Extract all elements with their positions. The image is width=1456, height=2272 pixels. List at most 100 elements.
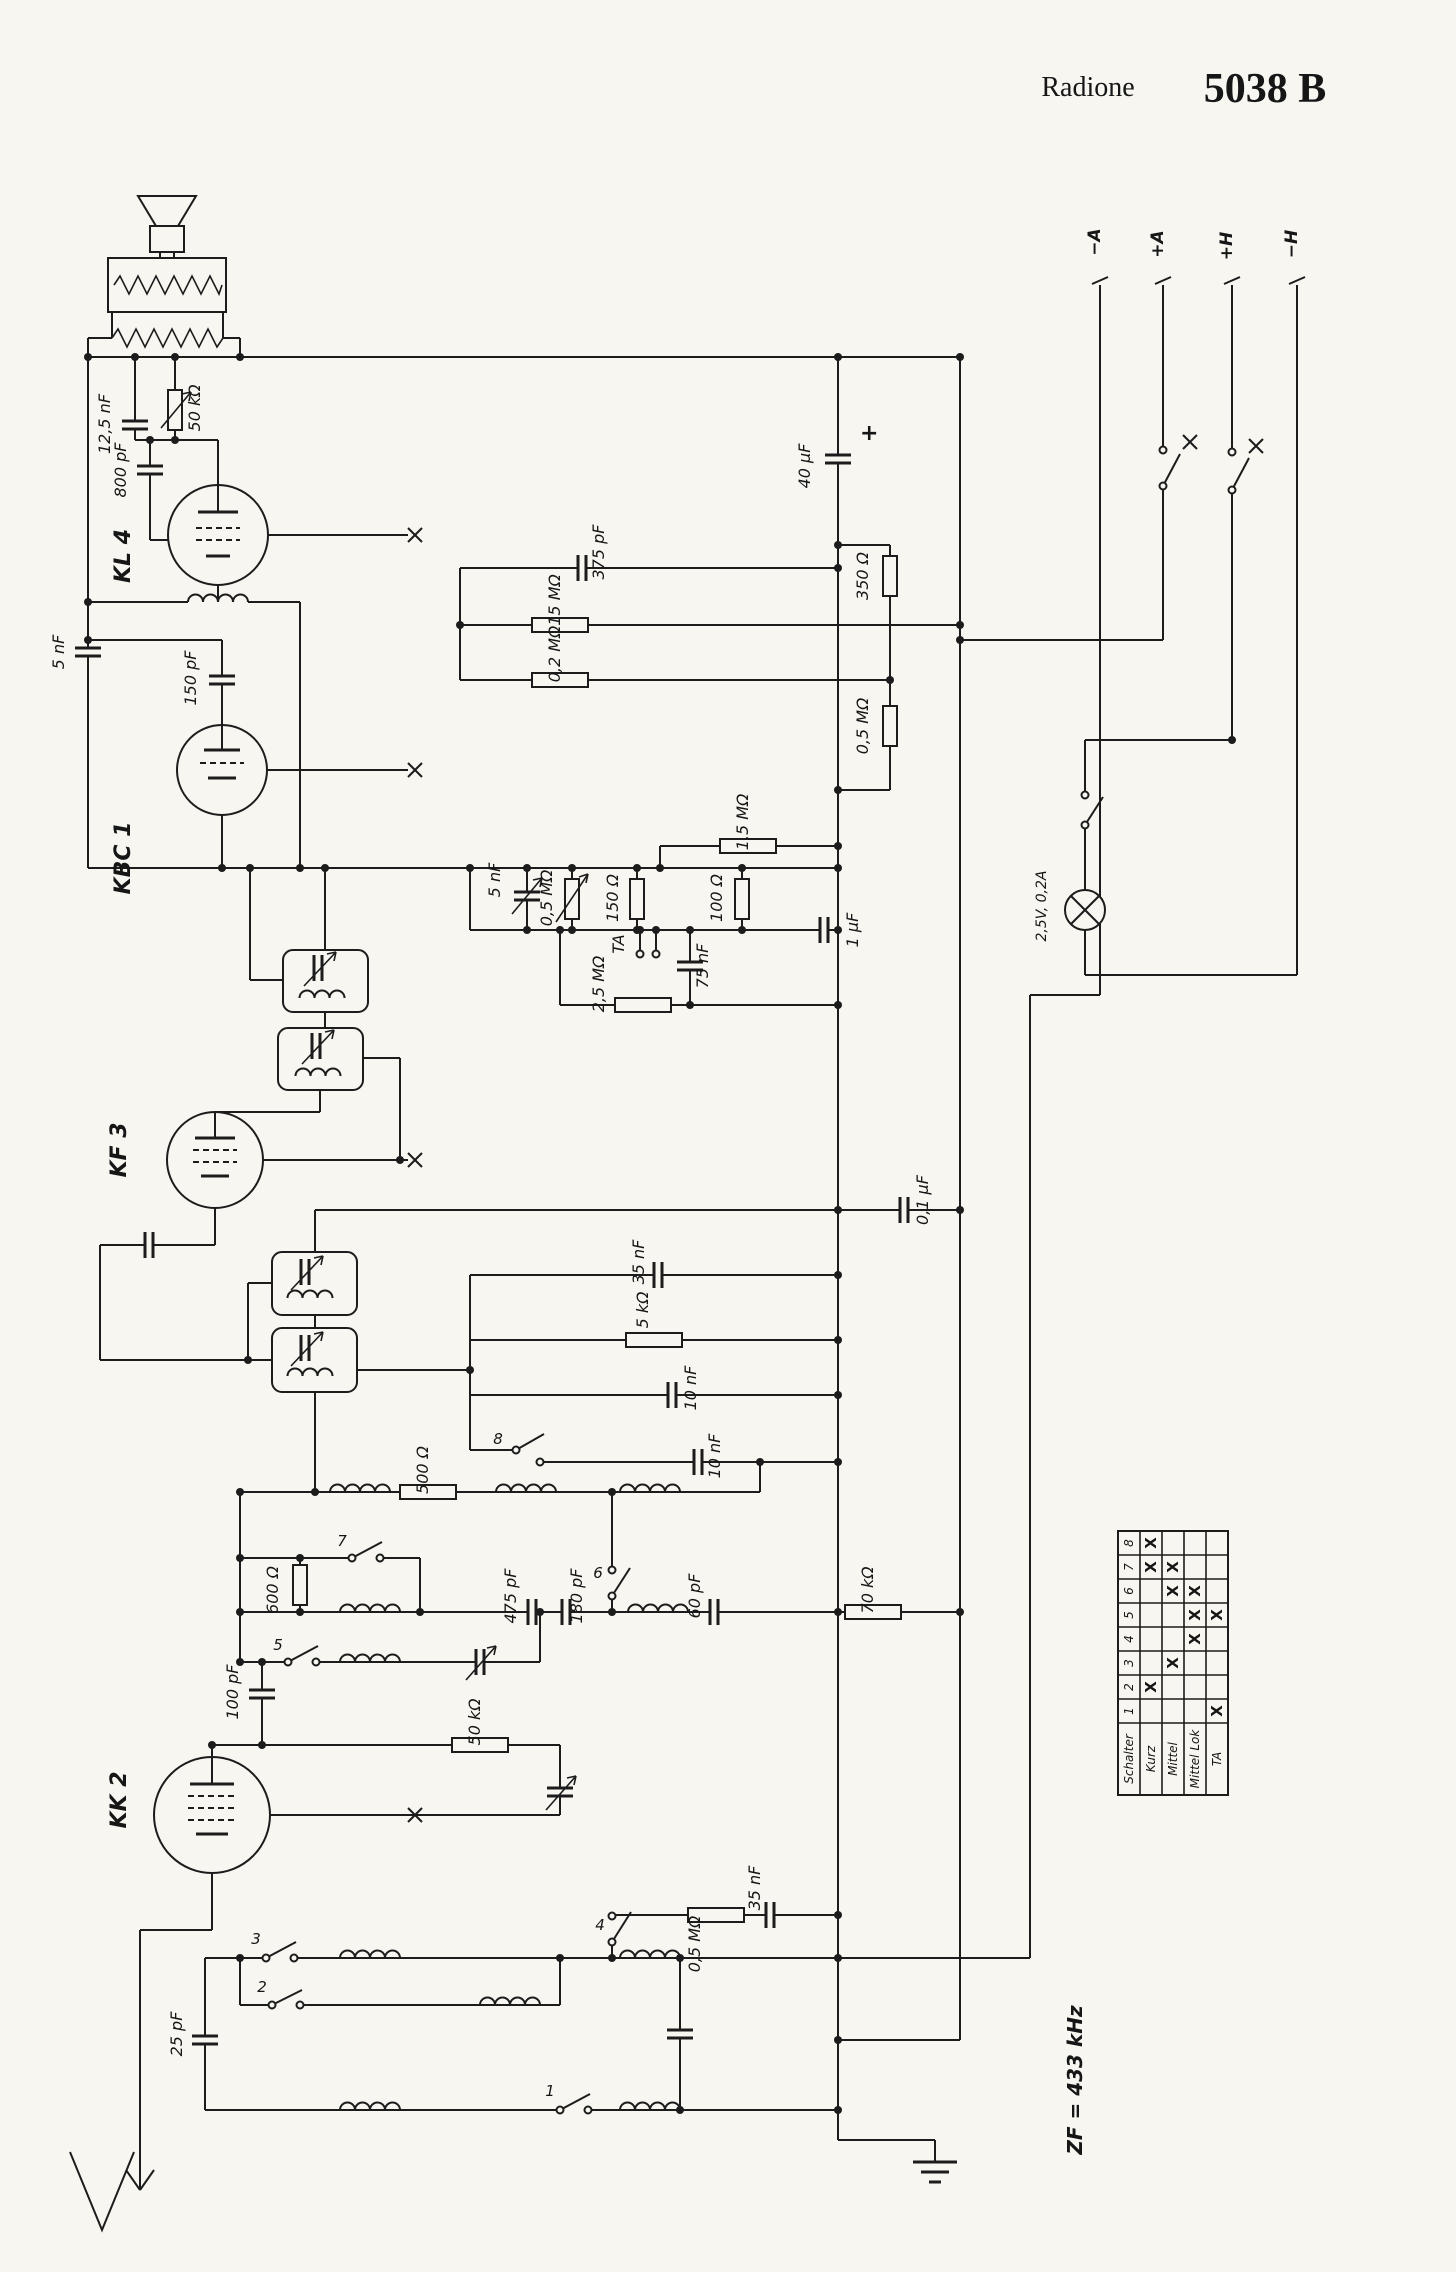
label-r100: 100 Ω: [707, 873, 726, 922]
table-row-mittel-lok: Mittel Lok: [1188, 1729, 1202, 1789]
switch-cross-icon: [1248, 438, 1264, 454]
output-transformer: [107, 257, 227, 313]
label-r15m: 15 MΩ: [545, 573, 564, 625]
tube-label-kk2: KK 2: [107, 1771, 132, 1828]
table-col-2: 2: [1122, 1683, 1136, 1691]
table-col-8: 8: [1122, 1539, 1136, 1547]
label-c5n-det: 5 nF: [485, 862, 504, 897]
if-can-4: [271, 1327, 358, 1393]
table-mark: X: [1142, 1681, 1160, 1693]
capacitor-1uF: [817, 914, 831, 946]
grid-cross-icon: [407, 762, 423, 778]
capacitor-0u1: [897, 1194, 911, 1226]
capacitor-10nF-b: [691, 1446, 705, 1478]
coil: [627, 1603, 689, 1613]
resistor-5k: [625, 1332, 683, 1348]
switch-number-6: 6: [593, 1564, 603, 1582]
table-col-1: 1: [1122, 1707, 1136, 1715]
capacitor-375pF: [575, 552, 589, 584]
switch-number-3: 3: [251, 1930, 261, 1948]
table-mark: X: [1142, 1561, 1160, 1573]
switch-number-5: 5: [273, 1636, 283, 1654]
table-mark: X: [1186, 1633, 1204, 1645]
switch-number-1: 1: [545, 2082, 555, 2100]
table-row-mittel: Mittel: [1166, 1741, 1180, 1775]
capacitor-10nF-a: [665, 1379, 679, 1411]
resistor-0M5-b: [882, 705, 898, 747]
label-r05m-b: 0,5 MΩ: [853, 697, 872, 754]
table-mark: X: [1164, 1657, 1182, 1669]
table-col-7: 7: [1122, 1563, 1136, 1571]
label-r15m-det: 1,5 MΩ: [733, 793, 752, 850]
labels: Radione 5038 B −A +A +H −H KL 4 KBC 1 KF…: [49, 66, 1326, 2156]
coil: [619, 1949, 681, 1959]
label-c475p: 475 pF: [501, 1568, 520, 1624]
if-transformers: [271, 949, 369, 1393]
switch-cross-icon: [1182, 434, 1198, 450]
field-coil-resistor: [111, 327, 224, 349]
label-c1u: 1 μF: [843, 912, 862, 947]
table-col-5: 5: [1122, 1611, 1136, 1619]
capacitor-35nF: [651, 1259, 665, 1291]
table-mark: X: [1142, 1537, 1160, 1549]
switch-number-7: 7: [337, 1532, 347, 1550]
brand-title: Radione: [1041, 72, 1134, 103]
label-r25m: 2,5 MΩ: [589, 955, 608, 1012]
tube-kl4: [167, 484, 269, 586]
label-c100p: 100 pF: [223, 1664, 242, 1720]
label-c75n: 75 nF: [693, 943, 712, 989]
capacitor-475pF: [525, 1596, 539, 1628]
table-col-6: 6: [1122, 1587, 1136, 1595]
tube-kf3: [166, 1111, 264, 1209]
label-c180p: 180 pF: [567, 1568, 586, 1624]
label-c10n-b: 10 nF: [705, 1433, 724, 1479]
table-col-4: 4: [1122, 1635, 1136, 1643]
label-c35n-if: 35 nF: [629, 1239, 648, 1285]
label-c35n-ant: 35 nF: [745, 1865, 764, 1911]
table-row-kurz: Kurz: [1144, 1745, 1158, 1772]
tube-kbc1: [176, 724, 268, 816]
coil: [495, 1483, 557, 1493]
label-c01u: 0,1 μF: [913, 1174, 932, 1225]
model-title: 5038 B: [1204, 66, 1327, 112]
coil: [619, 1483, 681, 1493]
table-mark: X: [1164, 1585, 1182, 1597]
capacitor-25pF: [189, 2033, 221, 2047]
table-mark: X: [1208, 1705, 1226, 1717]
table-marks: XXX XXX XXX XX: [1142, 1537, 1226, 1717]
label-c40u: 40 μF: [795, 443, 814, 489]
switch-number-2: 2: [257, 1978, 267, 1996]
label-c800p: 800 pF: [111, 442, 130, 498]
terminal-plus-h: +H: [1217, 232, 1237, 260]
terminal-minus-a: −A: [1085, 228, 1105, 255]
tube-label-kl4: KL 4: [111, 529, 136, 583]
label-c60p: 60 pF: [685, 1573, 704, 1619]
capacitor-kf3: [142, 1229, 156, 1261]
trimmer-cap: [544, 1785, 576, 1799]
if-can-3: [271, 1251, 358, 1316]
table-header: Schalter: [1122, 1733, 1136, 1784]
ta-jack: [651, 949, 661, 959]
speaker-icon: [136, 195, 198, 227]
switch-table: Schalter 1 2 3 4 5 6 7 8 Kurz Mittel Mit…: [1117, 1530, 1229, 1796]
table-col-3: 3: [1122, 1659, 1136, 1667]
resistor-150: [629, 878, 645, 920]
ta-jack: [635, 949, 645, 959]
coil: [619, 2101, 681, 2111]
tube-label-kf3: KF 3: [107, 1122, 132, 1177]
label-c5n-fb: 5 nF: [49, 634, 68, 669]
if-can-1: [282, 949, 369, 1013]
switch-number-8: 8: [493, 1430, 503, 1448]
label-r150: 150 Ω: [603, 873, 622, 922]
capacitor-40uF: [822, 452, 854, 466]
label-r5k: 5 kΩ: [633, 1291, 652, 1329]
tube-label-kbc1: KBC 1: [111, 822, 136, 895]
resistor-2M5: [614, 997, 672, 1013]
capacitor-12n5: [119, 418, 151, 432]
label-lamp: 2,5V, 0,2A: [1034, 871, 1050, 942]
terminal-plus-a: +A: [1148, 230, 1168, 257]
table-mark: X: [1164, 1561, 1182, 1573]
capacitor-150pF: [206, 673, 238, 687]
capacitor-5nF: [72, 645, 104, 659]
